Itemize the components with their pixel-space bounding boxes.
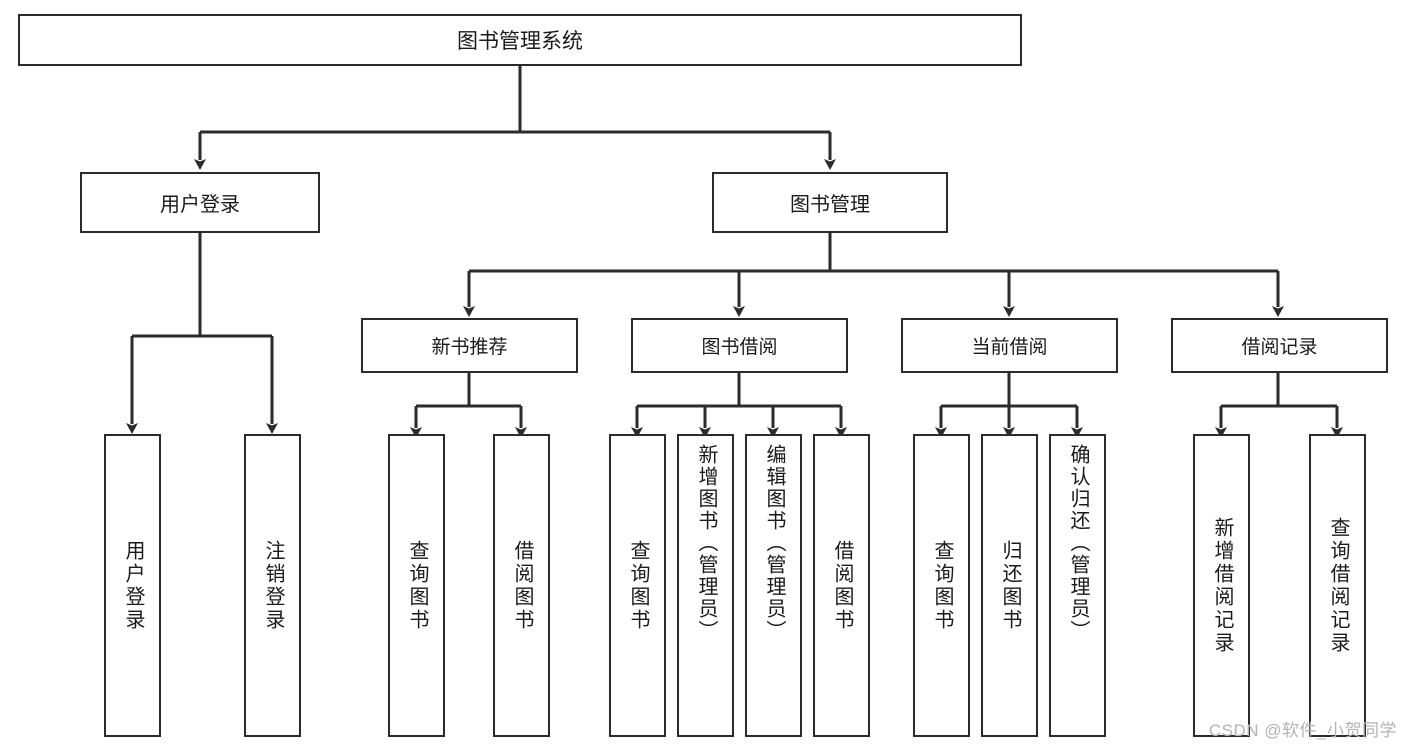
leaf-label: 查询图书	[627, 539, 649, 632]
leaf-label: 编辑图书（管理员）	[763, 444, 785, 642]
leaf-user-login-logout[interactable]: 注销登录	[244, 434, 301, 737]
leaf-label: 查询借阅记录	[1327, 516, 1349, 655]
node-new-book-recommend-label: 新书推荐	[431, 337, 508, 358]
leaf-current-borrow-return[interactable]: 归还图书	[981, 434, 1038, 737]
leaf-label: 借阅图书	[511, 539, 533, 632]
leaf-current-borrow-confirm[interactable]: 确认归还（管理员）	[1049, 434, 1106, 737]
node-borrow-record-label: 借阅记录	[1241, 337, 1318, 358]
leaf-label: 借阅图书	[831, 539, 853, 632]
node-root-label: 图书管理系统	[457, 30, 583, 53]
node-user-login-label: 用户登录	[160, 194, 240, 216]
leaf-label: 确认归还（管理员）	[1067, 444, 1089, 642]
node-root-book-management-system[interactable]: 图书管理系统	[18, 14, 1022, 66]
leaf-user-login-login[interactable]: 用户登录	[104, 434, 161, 737]
leaf-book-borrow-add[interactable]: 新增图书（管理员）	[677, 434, 734, 737]
node-book-management-label: 图书管理	[790, 194, 870, 216]
leaf-new-book-query[interactable]: 查询图书	[388, 434, 445, 737]
leaf-borrow-record-query[interactable]: 查询借阅记录	[1309, 434, 1366, 737]
leaf-label: 查询图书	[931, 539, 953, 632]
leaf-label: 用户登录	[122, 539, 144, 632]
leaf-label: 归还图书	[999, 539, 1021, 632]
node-book-management[interactable]: 图书管理	[712, 172, 948, 233]
leaf-book-borrow-borrow[interactable]: 借阅图书	[813, 434, 870, 737]
leaf-book-borrow-query[interactable]: 查询图书	[609, 434, 666, 737]
leaf-new-book-borrow[interactable]: 借阅图书	[493, 434, 550, 737]
node-user-login[interactable]: 用户登录	[80, 172, 320, 233]
leaf-label: 新增借阅记录	[1211, 516, 1233, 655]
node-book-borrow[interactable]: 图书借阅	[631, 318, 848, 373]
node-borrow-record[interactable]: 借阅记录	[1171, 318, 1388, 373]
leaf-book-borrow-edit[interactable]: 编辑图书（管理员）	[745, 434, 802, 737]
leaf-label: 新增图书（管理员）	[695, 444, 717, 642]
leaf-label: 查询图书	[406, 539, 428, 632]
node-current-borrow[interactable]: 当前借阅	[901, 318, 1118, 373]
leaf-label: 注销登录	[262, 539, 284, 632]
leaf-borrow-record-add[interactable]: 新增借阅记录	[1193, 434, 1250, 737]
node-book-borrow-label: 图书借阅	[701, 337, 778, 358]
leaf-current-borrow-query[interactable]: 查询图书	[913, 434, 970, 737]
node-current-borrow-label: 当前借阅	[971, 337, 1048, 358]
watermark-text: CSDN @软件_小贺同学	[1208, 721, 1397, 740]
node-new-book-recommend[interactable]: 新书推荐	[361, 318, 578, 373]
